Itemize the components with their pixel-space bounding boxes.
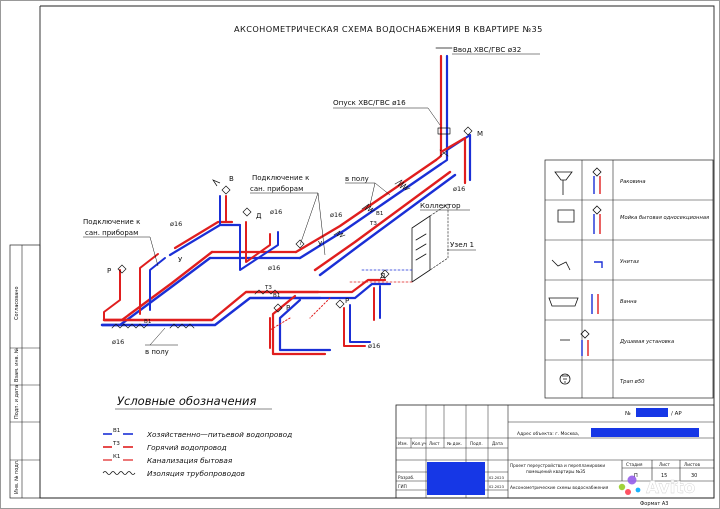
legend-text-insulation: Изоляция трубопроводов bbox=[147, 469, 245, 478]
fixture-v: В bbox=[229, 175, 234, 183]
stamp-gip: ГИП bbox=[398, 484, 407, 489]
dia-left-branch: ø16 bbox=[170, 220, 182, 228]
legend-text-cold: Хозяйственно—питьевой водопровод bbox=[146, 430, 292, 439]
dia-lower-left: ø16 bbox=[112, 338, 124, 346]
stamp-h-doc: № док. bbox=[447, 441, 462, 446]
legend-title: Условные обозначения bbox=[117, 394, 257, 408]
label-riser: Опуск ХВС/ГВС ø16 bbox=[333, 98, 406, 107]
strip-inv-orig: Инв. № подл. bbox=[14, 459, 20, 494]
dia-riser: ø16 bbox=[453, 185, 465, 193]
stage-value: П bbox=[634, 473, 638, 479]
side-strip: Согласовано Взам. инв. № Подп. и дата Ин… bbox=[9, 244, 41, 499]
label-inlet: Ввод ХВС/ГВС ø32 bbox=[453, 45, 521, 54]
fixture-row-shower: Душевая установка bbox=[619, 339, 674, 345]
address-prefix: Адрес объекта: г. Москва, bbox=[517, 431, 579, 437]
label-conn-mid-2: сан. приборам bbox=[250, 185, 303, 193]
dia-upper-run: ø16 bbox=[268, 264, 280, 272]
label-floor-bottom: в полу bbox=[145, 348, 169, 356]
code-b1-b: В1 bbox=[273, 293, 281, 299]
fixture-row-kitchen-sink: Мойка бытовая односекционная bbox=[620, 215, 709, 221]
redacted-address bbox=[591, 428, 699, 437]
label-conn-left-1: Подключение к bbox=[83, 218, 140, 226]
fixture-d-1: Д bbox=[256, 212, 262, 220]
code-b1-a: В1 bbox=[144, 319, 152, 325]
stamp-h-kol: Кол.уч bbox=[412, 441, 427, 446]
fixture-row-toilet: Унитаз bbox=[620, 259, 639, 265]
stamp-h-izm: Изм. bbox=[398, 441, 408, 446]
label-conn-mid-1: Подключение к bbox=[252, 174, 309, 182]
fixture-row-drain: Трап ø50 bbox=[620, 379, 645, 385]
pipe-annotations: Ввод ХВС/ГВС ø32 Опуск ХВС/ГВС ø16 Подкл… bbox=[83, 45, 540, 356]
label-conn-left-2: сан. приборам bbox=[85, 229, 138, 237]
strip-replace-inv: Взам. инв. № bbox=[14, 347, 20, 382]
dia-diagonal: ø16 bbox=[330, 211, 342, 219]
strip-sign-date: Подп. и дата bbox=[14, 385, 20, 419]
sheet-value: 15 bbox=[661, 473, 667, 479]
project-line-2: помещений квартиры №35 bbox=[526, 469, 586, 474]
label-collector: Коллектор bbox=[420, 201, 461, 210]
stamp-h-list: Лист bbox=[429, 441, 440, 446]
sheet-name: Аксонометрические схемы водоснабжения bbox=[510, 485, 609, 491]
label-floor-top: в полу bbox=[345, 175, 369, 183]
pipe-network bbox=[100, 47, 472, 356]
avito-watermark: Avito bbox=[618, 475, 695, 498]
dia-mid-branch: ø16 bbox=[270, 208, 282, 216]
redacted-doc-no bbox=[636, 408, 668, 417]
fixture-r-3: Р bbox=[345, 297, 349, 305]
sheet-format: Формат А3 bbox=[640, 501, 668, 507]
fixture-m: М bbox=[477, 130, 483, 138]
fixture-r-1: Р bbox=[107, 267, 111, 275]
fixture-u-2: У bbox=[318, 240, 323, 248]
stage-header: Стадия bbox=[626, 462, 643, 468]
stamp-developer: Разраб. bbox=[398, 475, 414, 480]
fixture-row-bath: Ванна bbox=[620, 299, 637, 305]
legend-code-k1: К1 bbox=[113, 454, 120, 460]
fixture-row-sink: Раковина bbox=[620, 179, 646, 185]
dia-lower-right: ø16 bbox=[368, 342, 380, 350]
fixtures-table: Раковина Мойка бытовая односекционная Ун… bbox=[544, 159, 714, 399]
legend-code-b1: В1 bbox=[113, 428, 120, 434]
sheets-header: Листов bbox=[684, 462, 701, 468]
legend-text-sewer: Канализация бытовая bbox=[147, 456, 233, 465]
stamp-h-sign: Подп. bbox=[470, 441, 483, 446]
doc-no-prefix: № bbox=[625, 411, 631, 417]
code-t3-a: Т3 bbox=[264, 285, 272, 291]
stamp-h-date: Дата bbox=[492, 441, 503, 446]
project-line-1: Проект переустройства и перепланировки bbox=[510, 463, 605, 468]
fixture-u-1: У bbox=[178, 256, 183, 264]
code-t3-b: Т3 bbox=[369, 221, 377, 227]
stamp-date-1: 02.2023 bbox=[489, 476, 504, 480]
avito-logo-text: Avito bbox=[646, 478, 695, 498]
doc-no-suffix: / АР bbox=[671, 411, 682, 417]
redacted-names bbox=[427, 462, 485, 495]
title-block: Изм. Кол.уч Лист № док. Подп. Дата Разра… bbox=[395, 404, 715, 507]
sheet-header: Лист bbox=[659, 462, 670, 468]
code-b1-c: В1 bbox=[376, 211, 384, 217]
stamp-date-2: 02.2023 bbox=[489, 485, 504, 489]
legend: Условные обозначения В1 Хозяйственно—пит… bbox=[102, 394, 292, 478]
label-node: Узел 1 bbox=[450, 240, 474, 249]
strip-agreed: Согласовано bbox=[14, 286, 20, 320]
fixture-r-2: Р bbox=[286, 304, 290, 312]
legend-code-t3: Т3 bbox=[112, 441, 120, 447]
sheets-value: 30 bbox=[691, 473, 697, 479]
drawing-title: АКСОНОМЕТРИЧЕСКАЯ СХЕМА ВОДОСНАБЖЕНИЯ В … bbox=[234, 24, 543, 34]
legend-text-hot: Горячий водопровод bbox=[147, 443, 227, 452]
